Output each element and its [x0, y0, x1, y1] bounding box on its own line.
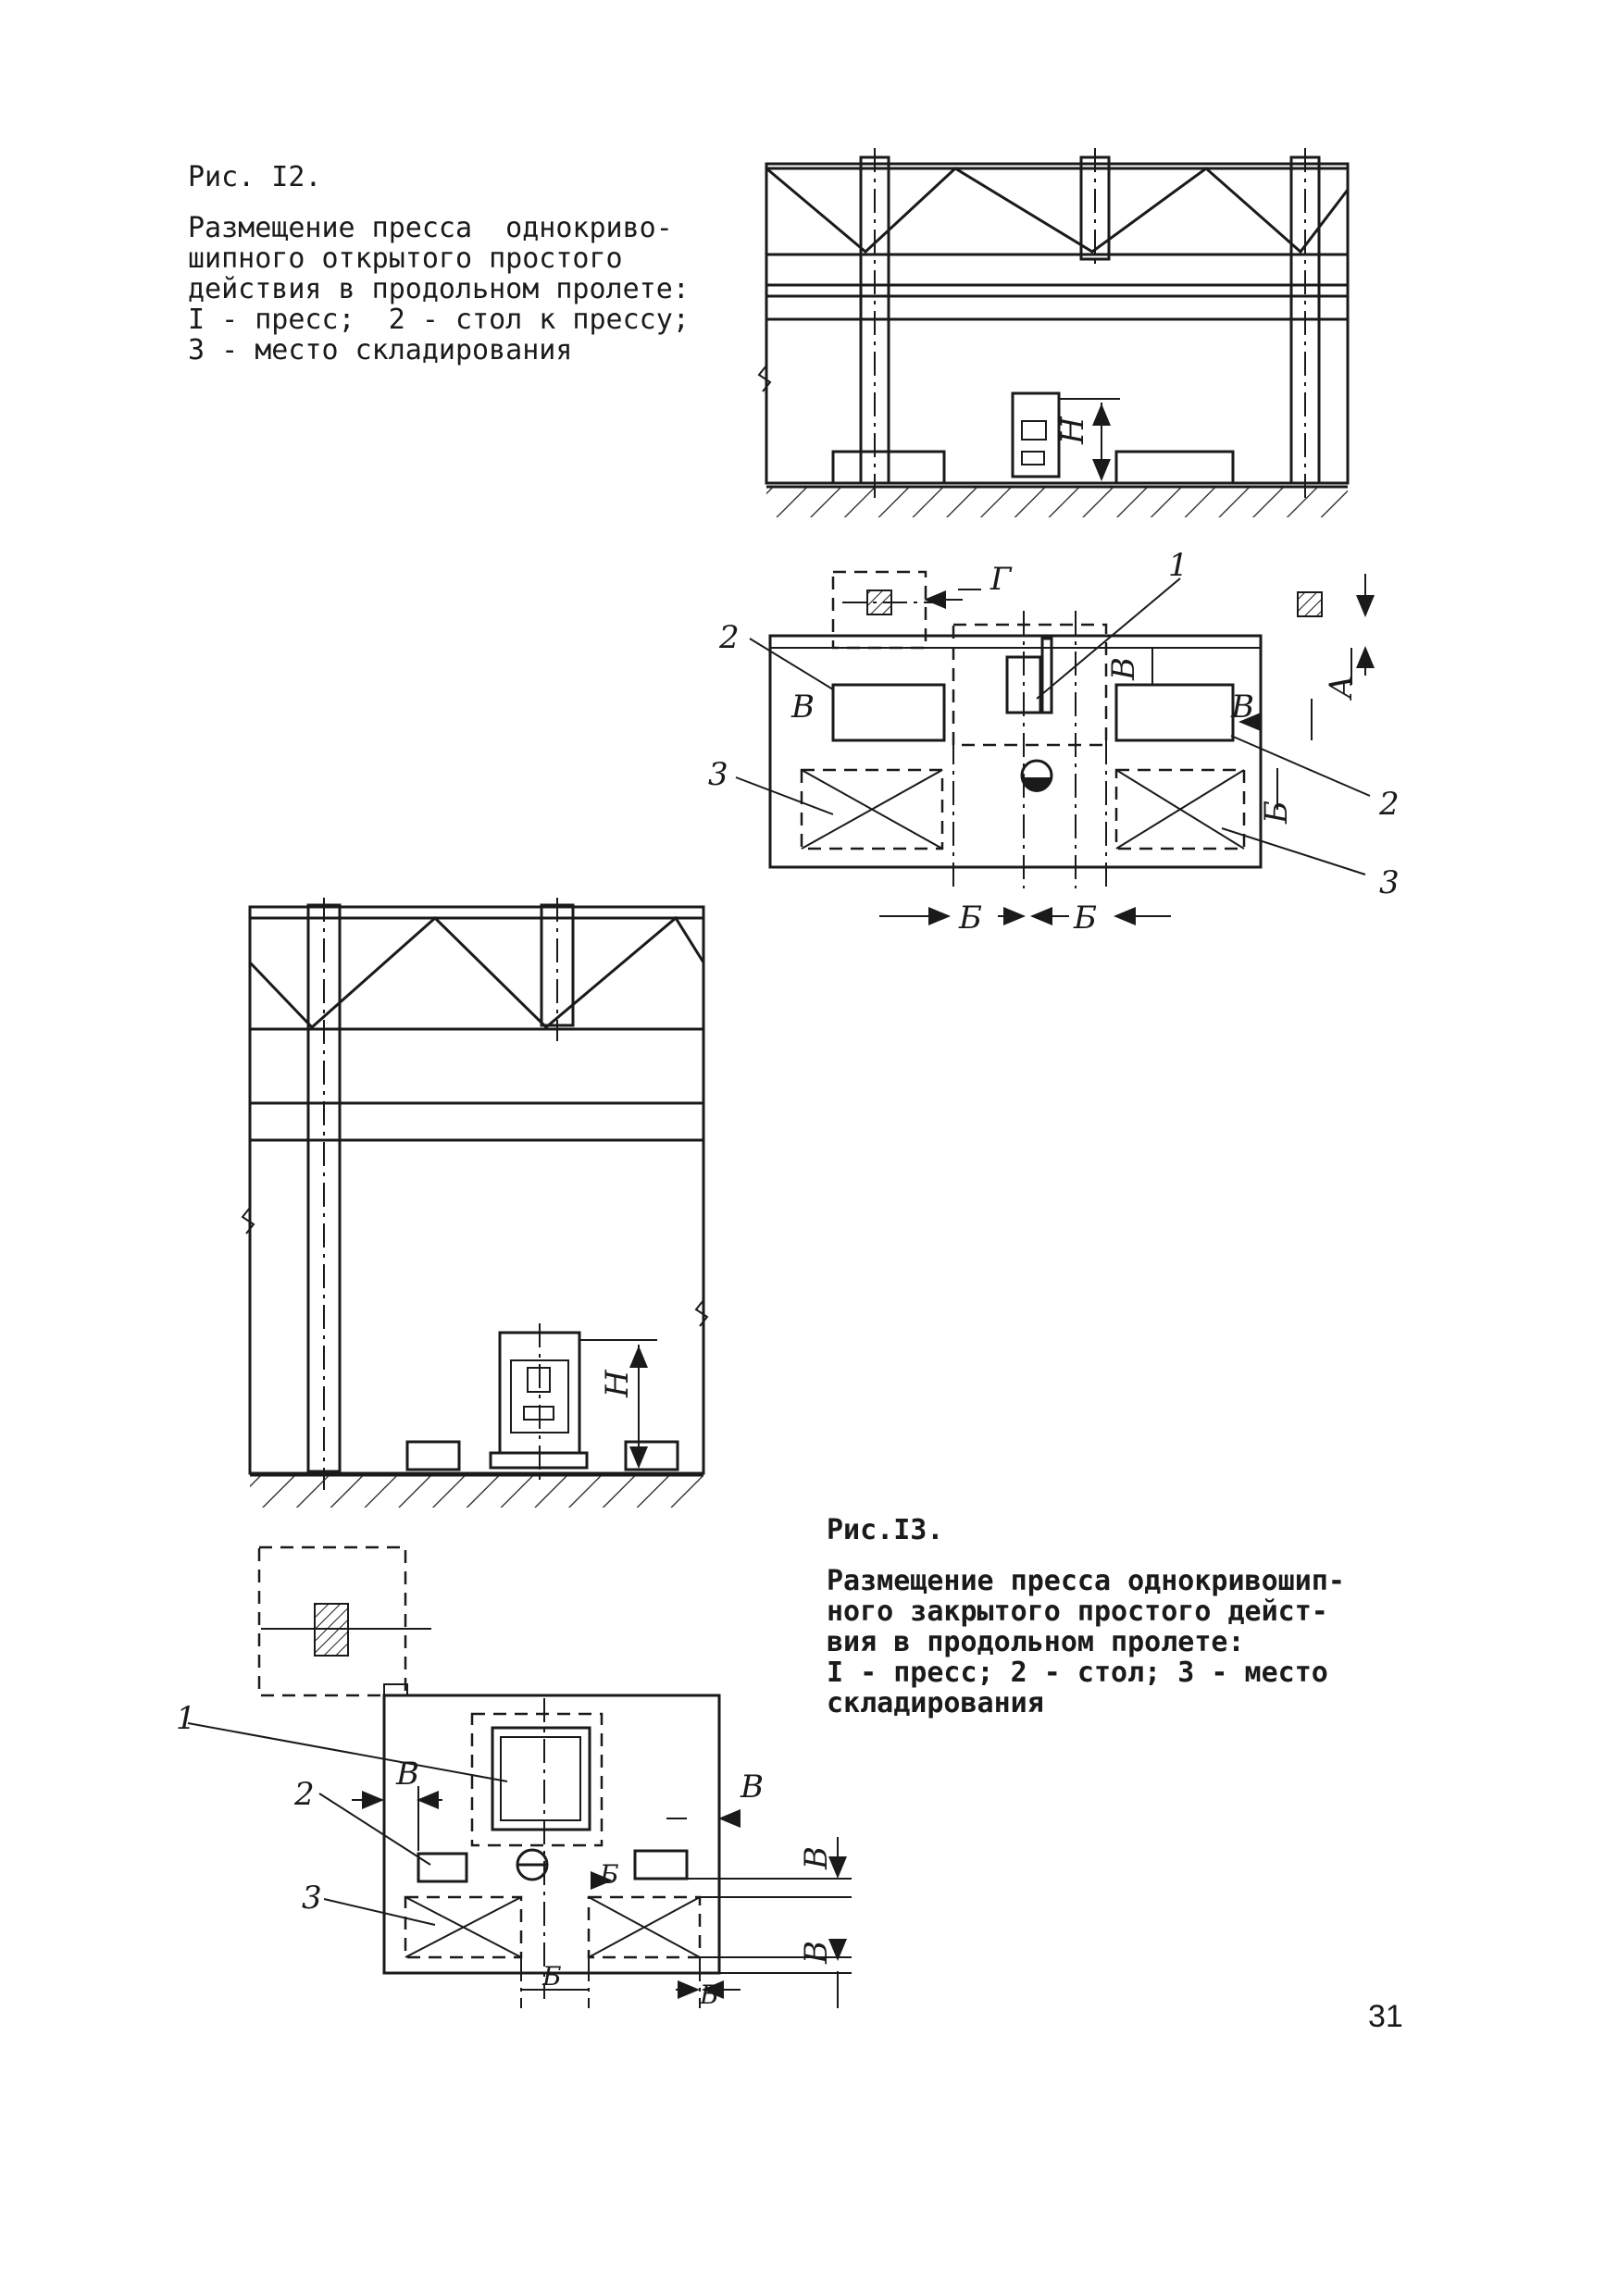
fig13-label-V-bottom: В [699, 1980, 719, 2010]
fig12-label-H: H [1054, 416, 1091, 445]
fig12-label-3-right: 3 [1379, 864, 1400, 901]
fig12-caption-line: Размещение пресса однокриво- [188, 212, 673, 244]
fig13-label-B-mid: Б [599, 1859, 619, 1890]
fig12-caption: Рис. I2. Размещение пресса однокриво- ши… [188, 162, 780, 366]
fig13-label-V-side2: В [798, 1941, 835, 1965]
fig12-label-3-left: 3 [708, 756, 728, 793]
fig12-caption-line: 3 - место складирования [188, 334, 573, 366]
fig13-label-V-left: В [395, 1756, 419, 1793]
fig13-caption-line: складирования [827, 1687, 1044, 1719]
fig12-label-B-bottom-right: Б [1073, 900, 1097, 937]
fig12-plan: 2 1 Г В В В А 2 3 Б 3 Б Б [708, 547, 1400, 937]
fig13-elevation: H [241, 898, 709, 1508]
fig13-caption-line: I - пресс; 2 - стол; 3 - место [827, 1657, 1328, 1689]
fig12-label-1: 1 [1168, 547, 1189, 584]
fig13-caption-line: Размещение пресса однокривошип- [827, 1565, 1345, 1597]
fig13-caption-line: ного закрытого простого дейст- [827, 1595, 1328, 1628]
fig13-caption: Рис.I3. Размещение пресса однокривошип- … [827, 1515, 1419, 1719]
fig13-label-1: 1 [176, 1700, 196, 1737]
fig12-elevation: H [757, 148, 1350, 517]
fig12-label-V-left: В [790, 689, 815, 726]
fig13-title: Рис.I3. [827, 1514, 944, 1546]
fig13-label-2: 2 [293, 1776, 315, 1813]
page-number: 31 [1368, 1999, 1403, 2034]
fig12-label-A: А [1323, 675, 1360, 701]
fig13-label-V-right: В [740, 1769, 764, 1806]
fig12-label-2-left: 2 [718, 619, 740, 656]
fig13-label-H: H [599, 1369, 636, 1398]
fig12-label-V-right: В [1230, 689, 1254, 726]
fig12-label-G: Г [989, 561, 1013, 598]
fig13-plan: 1 2 3 В В Б В В Б В [176, 1545, 852, 2010]
fig12-caption-line: I - пресс; 2 - стол к прессу; [188, 304, 690, 336]
fig12-caption-line: шипного открытого простого [188, 242, 623, 275]
fig13-label-3: 3 [302, 1880, 322, 1917]
fig12-label-B-bottom-left: Б [958, 900, 982, 937]
fig13-label-V-side1: В [798, 1846, 835, 1870]
fig12-caption-line: действия в продольном пролете: [188, 273, 690, 305]
fig13-caption-line: вия в продольном пролете: [827, 1626, 1245, 1658]
fig12-label-V-top: В [1105, 657, 1142, 681]
fig12-label-B-right: Б [1258, 800, 1295, 825]
fig12-title: Рис. I2. [188, 161, 322, 193]
fig12-label-2-right: 2 [1378, 786, 1400, 823]
fig13-label-B-bottom: Б [541, 1961, 562, 1992]
